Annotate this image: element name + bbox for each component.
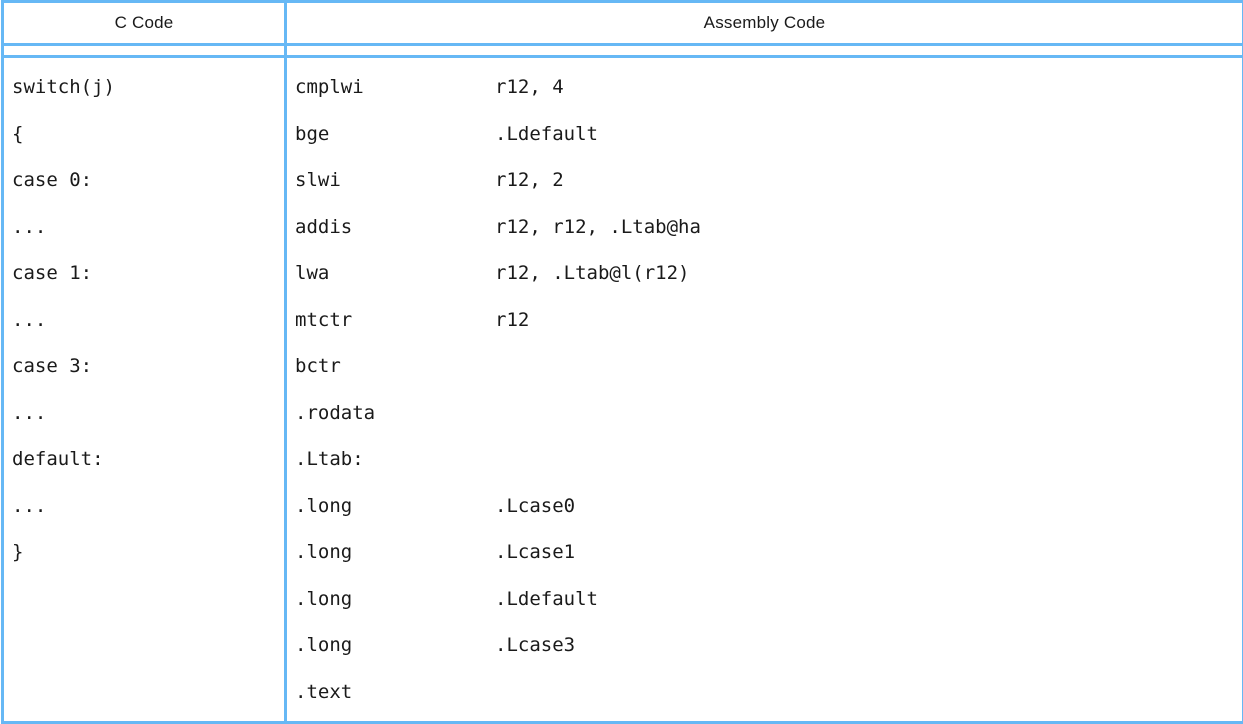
assembly-operand: .Ldefault	[495, 111, 598, 158]
c-code-line: ...	[4, 483, 284, 530]
assembly-mnemonic: .long	[295, 622, 495, 669]
c-code-line: default:	[4, 436, 284, 483]
assembly-mnemonic: addis	[295, 204, 495, 251]
c-code-cell: switch(j){case 0:...case 1:...case 3:...…	[3, 57, 286, 723]
assembly-mnemonic: cmplwi	[295, 64, 495, 111]
c-code-line: case 0:	[4, 157, 284, 204]
assembly-operand: .Lcase1	[495, 529, 575, 576]
table-header: C Code Assembly Code	[3, 2, 1243, 57]
column-header-assembly-code-label: Assembly Code	[287, 3, 1242, 43]
column-header-c-code: C Code	[3, 2, 286, 45]
assembly-operand: r12	[495, 297, 529, 344]
c-code-line	[4, 576, 284, 623]
c-code-line	[4, 622, 284, 669]
c-code-line: ...	[4, 390, 284, 437]
assembly-code-line: .long.Lcase0	[287, 483, 1242, 530]
header-double-rule	[3, 45, 1243, 57]
assembly-mnemonic: bctr	[295, 343, 495, 390]
table-body: switch(j){case 0:...case 1:...case 3:...…	[3, 57, 1243, 723]
assembly-operand: r12, 2	[495, 157, 564, 204]
header-double-rule-left	[3, 45, 286, 57]
assembly-code-line: bctr	[287, 343, 1242, 390]
assembly-code-line: .long.Lcase1	[287, 529, 1242, 576]
assembly-operand: r12, .Ltab@l(r12)	[495, 250, 689, 297]
header-double-rule-right	[286, 45, 1243, 57]
assembly-mnemonic: .text	[295, 669, 495, 716]
c-code-line: case 1:	[4, 250, 284, 297]
assembly-code-line: .text	[287, 669, 1242, 716]
code-content-row: switch(j){case 0:...case 1:...case 3:...…	[3, 57, 1243, 723]
assembly-mnemonic: lwa	[295, 250, 495, 297]
c-code-line: {	[4, 111, 284, 158]
c-code-line	[4, 669, 284, 716]
assembly-code-line: bge.Ldefault	[287, 111, 1242, 158]
assembly-operand: r12, r12, .Ltab@ha	[495, 204, 701, 251]
code-comparison-table-container: C Code Assembly Code switch(j){case 0:..…	[0, 0, 1243, 698]
column-header-c-code-label: C Code	[4, 3, 284, 43]
assembly-code-line: .long.Lcase3	[287, 622, 1242, 669]
assembly-mnemonic: slwi	[295, 157, 495, 204]
assembly-code-line: .long.Ldefault	[287, 576, 1242, 623]
assembly-operand: .Lcase3	[495, 622, 575, 669]
assembly-operand: .Ldefault	[495, 576, 598, 623]
assembly-mnemonic: .long	[295, 529, 495, 576]
assembly-mnemonic: .Ltab:	[295, 436, 495, 483]
assembly-operand: r12, 4	[495, 64, 564, 111]
assembly-code-line: .Ltab:	[287, 436, 1242, 483]
c-code-line-list: switch(j){case 0:...case 1:...case 3:...…	[4, 58, 284, 721]
assembly-mnemonic: .long	[295, 483, 495, 530]
c-code-line: ...	[4, 297, 284, 344]
c-code-line: }	[4, 529, 284, 576]
assembly-mnemonic: mtctr	[295, 297, 495, 344]
assembly-mnemonic: bge	[295, 111, 495, 158]
assembly-mnemonic: .long	[295, 576, 495, 623]
assembly-code-line: .rodata	[287, 390, 1242, 437]
c-code-line: case 3:	[4, 343, 284, 390]
c-code-line: switch(j)	[4, 64, 284, 111]
assembly-operand: .Lcase0	[495, 483, 575, 530]
c-code-line: ...	[4, 204, 284, 251]
table-header-row: C Code Assembly Code	[3, 2, 1243, 45]
column-header-assembly-code: Assembly Code	[286, 2, 1243, 45]
assembly-mnemonic: .rodata	[295, 390, 495, 437]
